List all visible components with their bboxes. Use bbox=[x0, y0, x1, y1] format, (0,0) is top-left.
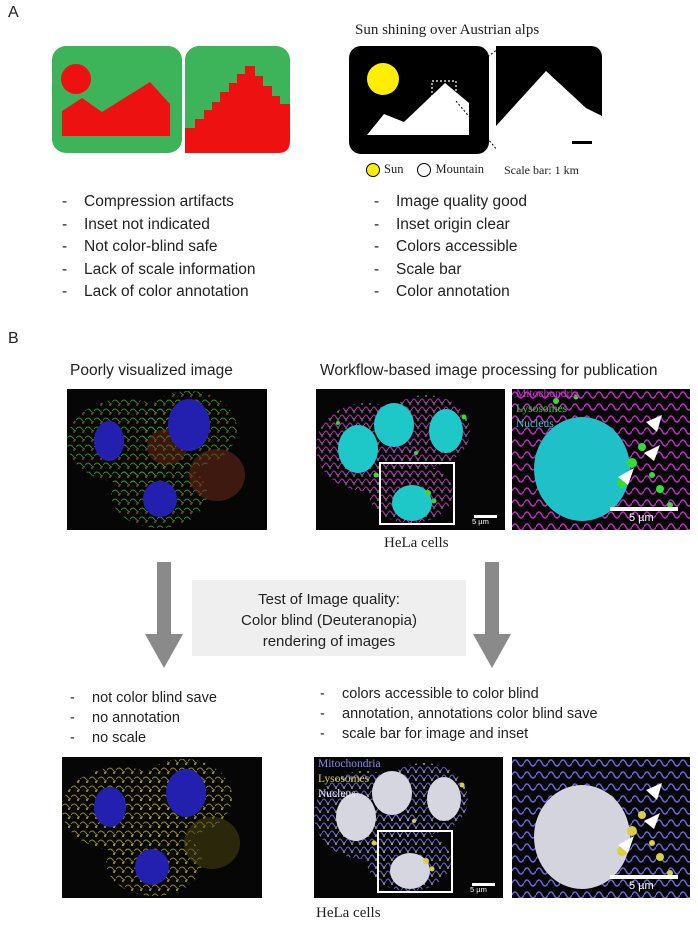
good-mountain-icon bbox=[367, 83, 469, 135]
scale-bar bbox=[474, 515, 497, 518]
color-legend: Sun Mountain bbox=[366, 162, 484, 177]
inset-region-box bbox=[379, 462, 455, 525]
list-item: Lack of scale information bbox=[62, 259, 255, 282]
scale-bar bbox=[472, 883, 495, 886]
poor-image-heading: Poorly visualized image bbox=[70, 362, 233, 379]
panel-b-letter: B bbox=[8, 330, 19, 347]
inset-scale-bar bbox=[610, 875, 678, 879]
caption-hela-top: HeLa cells bbox=[384, 535, 449, 551]
panel-a-bad-list: Compression artifacts Inset not indicate… bbox=[62, 191, 255, 304]
arrowhead-icon bbox=[646, 783, 662, 800]
list-item: Compression artifacts bbox=[62, 191, 255, 214]
workflow-inset: 5 µm bbox=[512, 389, 690, 530]
poor-micrograph-deuteranopia bbox=[62, 757, 262, 898]
label-nucleus: Nucleus bbox=[318, 788, 356, 800]
arrowhead-icon bbox=[644, 445, 660, 461]
panel-a-title: Sun shining over Austrian alps bbox=[355, 22, 540, 38]
inset-connector-bottom bbox=[455, 100, 499, 152]
inset-scale-label: 5 µm bbox=[629, 512, 654, 524]
scale-bar-label: 5 µm bbox=[470, 885, 487, 894]
workflow-micrograph: 5 µm bbox=[316, 389, 505, 530]
list-item: not color blind save bbox=[70, 688, 217, 708]
workflow-inset-deuteranopia: 5 µm bbox=[512, 757, 690, 898]
inset-origin-box bbox=[431, 80, 457, 102]
list-item: Image quality good bbox=[374, 191, 527, 214]
panel-a-good-list: Image quality good Inset origin clear Co… bbox=[374, 191, 527, 304]
bad-sun-icon bbox=[61, 64, 91, 94]
good-inset-scale-bar bbox=[572, 141, 592, 144]
good-scale-bar bbox=[441, 125, 469, 128]
bad-inset-zoom bbox=[185, 46, 290, 153]
legend-sun-label: Sun bbox=[384, 162, 404, 176]
scale-bar-text: Scale bar: 1 km bbox=[504, 163, 579, 177]
panel-a-letter: A bbox=[8, 4, 19, 21]
legend-mountain-label: Mountain bbox=[435, 162, 485, 176]
label-lysosomes: Lysosomes bbox=[318, 773, 370, 785]
inset-scale-bar bbox=[610, 507, 678, 511]
workflow-heading: Workflow-based image processing for publ… bbox=[320, 362, 658, 379]
bad-mountain-icon bbox=[62, 82, 170, 136]
arrowhead-icon bbox=[646, 415, 662, 432]
arrowhead-icon bbox=[644, 813, 660, 829]
list-item: Color annotation bbox=[374, 281, 527, 304]
arrow-down-right-icon bbox=[473, 562, 511, 668]
arrowhead-icon bbox=[618, 468, 634, 485]
legend-sun-swatch bbox=[366, 162, 380, 177]
workflow-micrograph-deuteranopia: 5 µm bbox=[314, 757, 503, 898]
list-item: no annotation bbox=[70, 708, 217, 728]
good-image-background bbox=[349, 46, 489, 154]
label-mitochondria: Mitochondria bbox=[516, 388, 579, 400]
arrow-down-left-icon bbox=[145, 562, 183, 668]
channel-labels-top: Mitochondria Lysosomes Nucleus bbox=[516, 387, 579, 432]
test-quality-box: Test of Image quality: Color blind (Deut… bbox=[192, 580, 466, 656]
list-item: Inset origin clear bbox=[374, 214, 527, 237]
test-box-line: rendering of images bbox=[262, 633, 396, 650]
bad-image-illustration bbox=[52, 46, 290, 153]
channel-labels-bottom: Mitochondria Lysosomes Nucleus bbox=[318, 757, 381, 802]
list-item: Inset not indicated bbox=[62, 214, 255, 237]
list-item: Lack of color annotation bbox=[62, 281, 255, 304]
inset-region-box bbox=[377, 830, 453, 893]
list-item: Scale bar bbox=[374, 259, 527, 282]
arrowhead-icon bbox=[618, 836, 634, 853]
caption-hela-bottom: HeLa cells bbox=[316, 905, 381, 921]
legend-mountain-swatch bbox=[417, 162, 432, 177]
label-lysosomes: Lysosomes bbox=[516, 403, 568, 415]
test-box-line: Test of Image quality: bbox=[258, 591, 400, 608]
inset-connector-top bbox=[455, 48, 499, 82]
scale-bar-label: 5 µm bbox=[472, 517, 489, 526]
list-item: no scale bbox=[70, 728, 217, 748]
poor-micrograph bbox=[67, 389, 267, 530]
test-box-line: Color blind (Deuteranopia) bbox=[241, 612, 417, 629]
list-item: annotation, annotations color blind save bbox=[320, 704, 598, 724]
good-sun-icon bbox=[367, 63, 399, 95]
list-item: colors accessible to color blind bbox=[320, 684, 598, 704]
list-item: Colors accessible bbox=[374, 236, 527, 259]
good-inset-frame bbox=[496, 46, 602, 154]
panel-b-good-list: colors accessible to color blind annotat… bbox=[320, 684, 598, 744]
inset-scale-label: 5 µm bbox=[629, 880, 654, 892]
label-mitochondria: Mitochondria bbox=[318, 758, 381, 770]
label-nucleus: Nucleus bbox=[516, 418, 554, 430]
list-item: Not color-blind safe bbox=[62, 236, 255, 259]
panel-b-bad-list: not color blind save no annotation no sc… bbox=[70, 688, 217, 748]
list-item: scale bar for image and inset bbox=[320, 724, 598, 744]
